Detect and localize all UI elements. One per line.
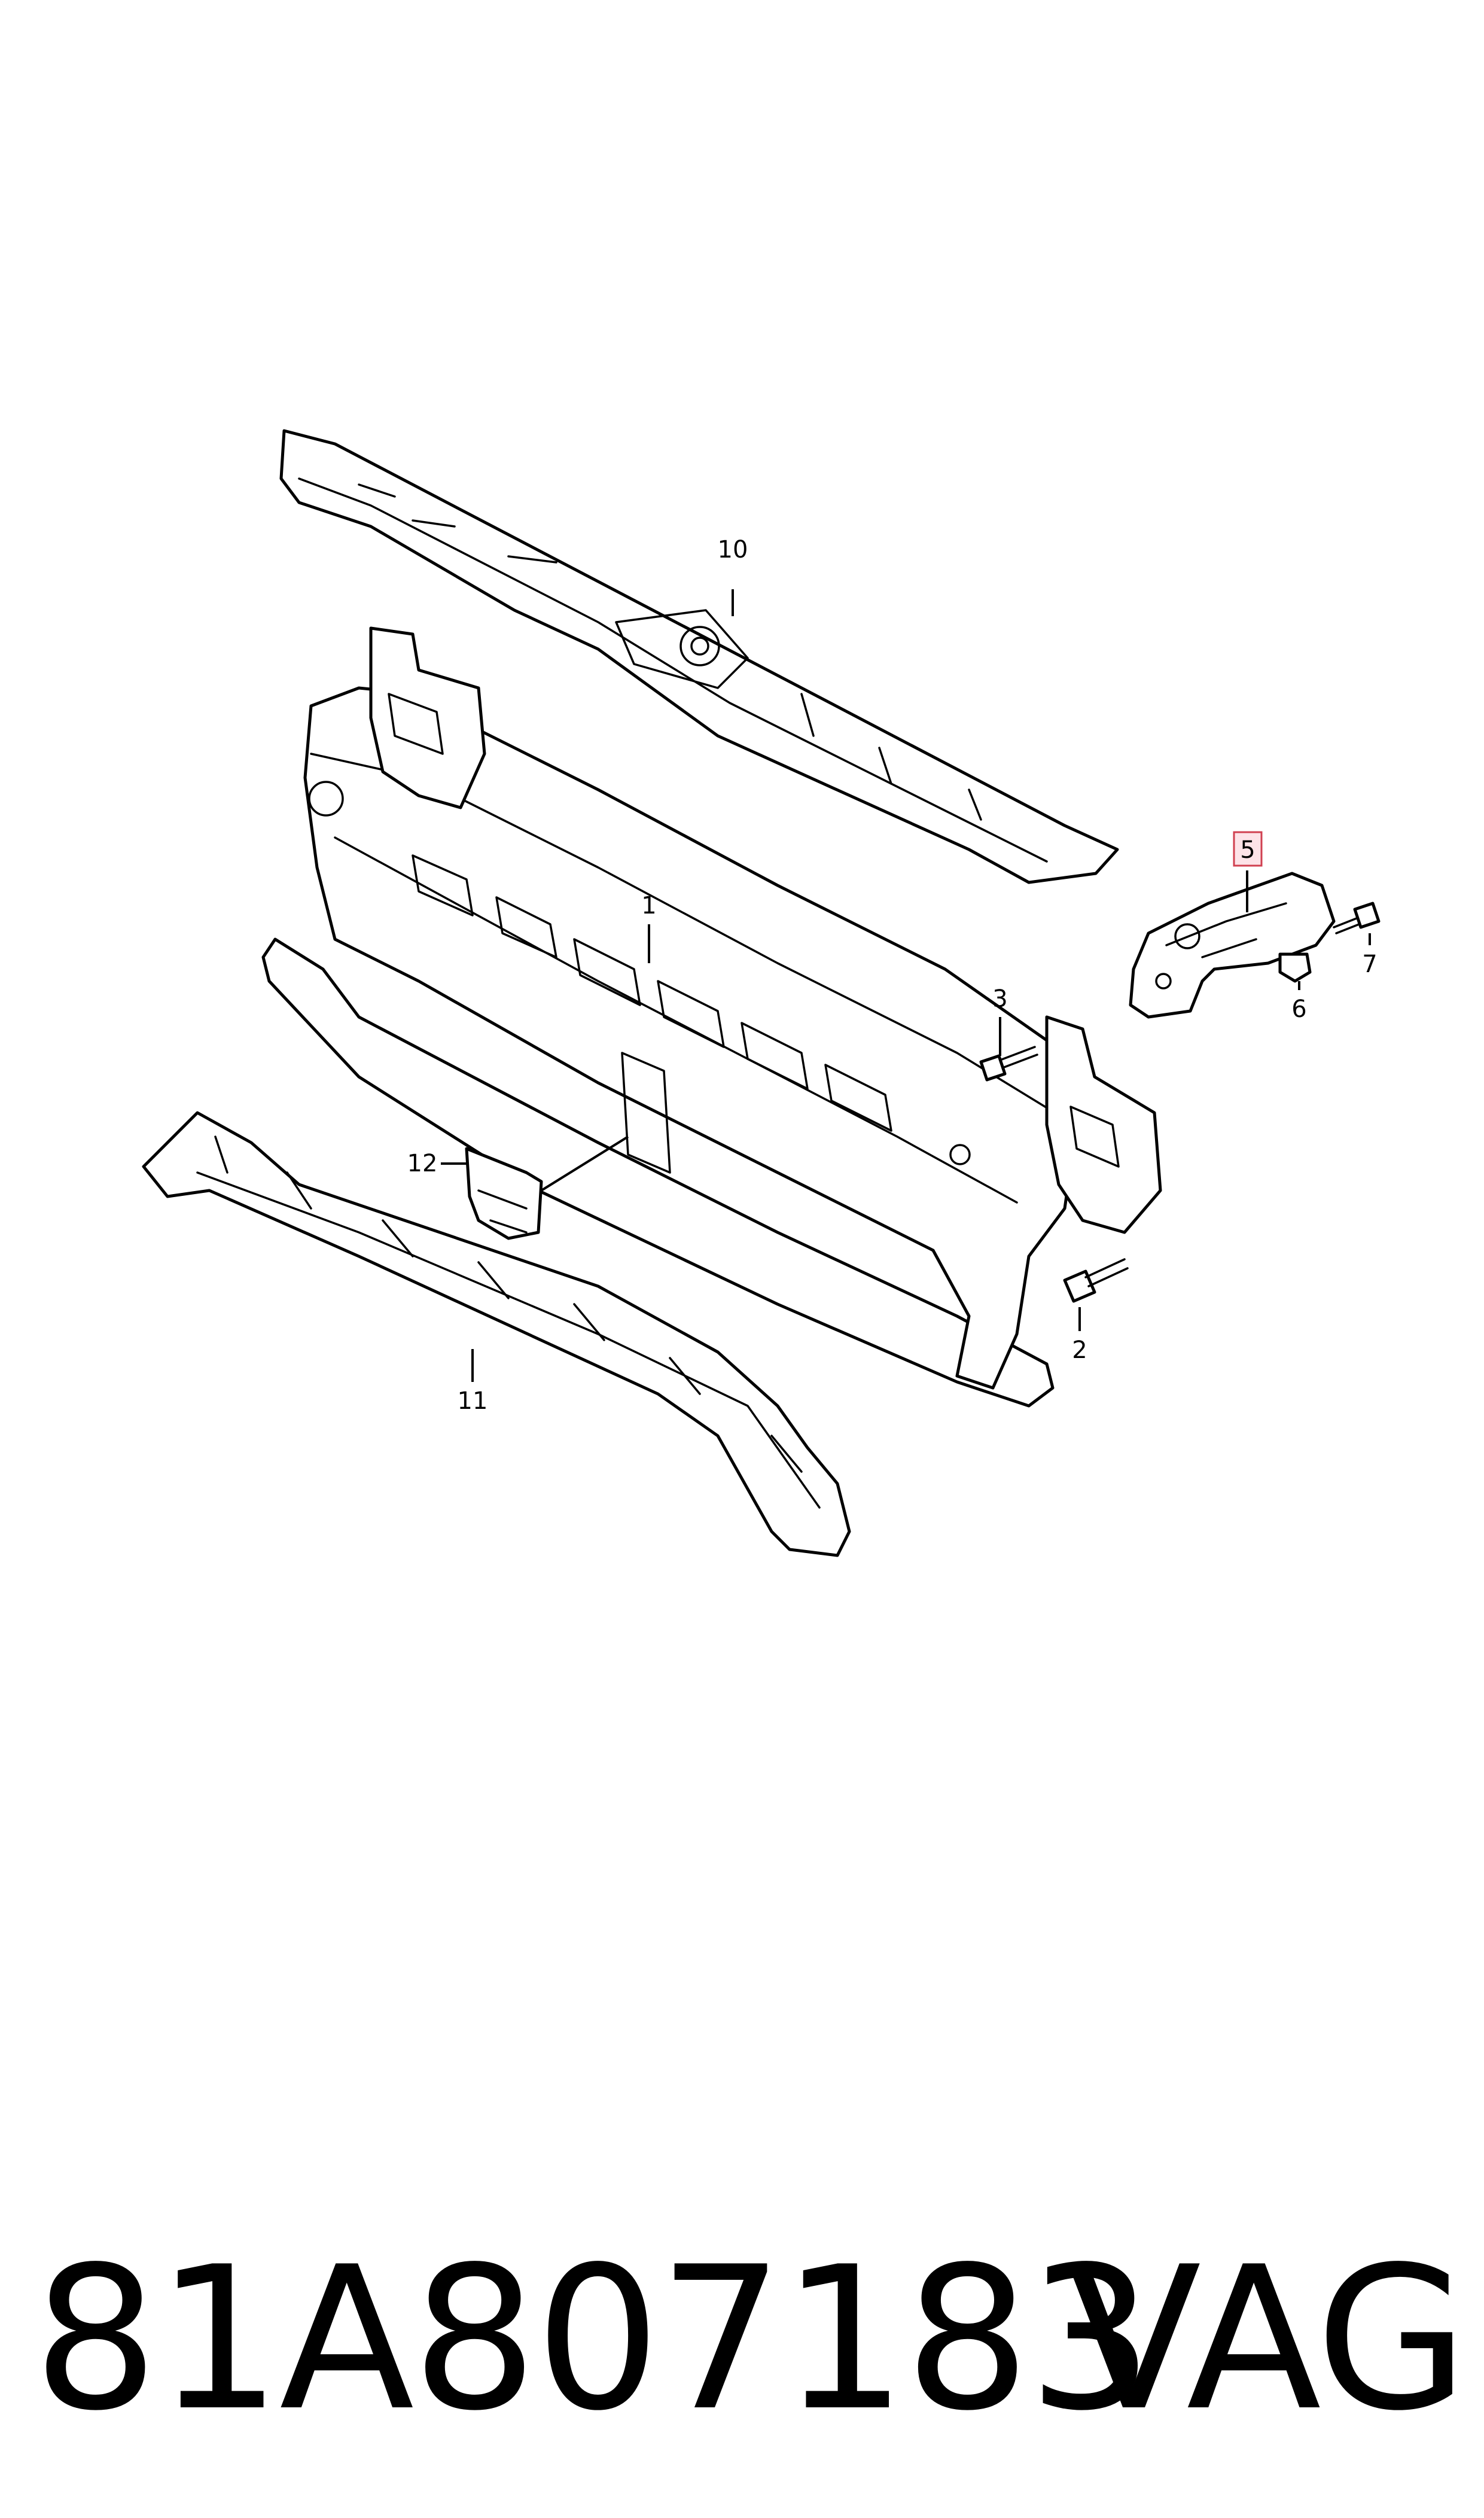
part-1-lock-carrier [261, 626, 1162, 1408]
callout-12: 12 [407, 1150, 438, 1177]
part-6-nut [1278, 952, 1312, 983]
callout-labels: 10 1 3 5 6 7 12 2 11 [407, 536, 1378, 1415]
footer: 81A807183 VAG [0, 2213, 1484, 2465]
callout-10: 10 [718, 536, 748, 564]
callout-1: 1 [641, 892, 656, 919]
part-10-upper-crossmember [279, 429, 1119, 884]
callout-7: 7 [1362, 951, 1377, 978]
part-5-side-bracket [1129, 872, 1336, 1019]
brand-label: VAG [1066, 2224, 1468, 2454]
parts-diagram: 10 1 3 5 6 7 12 2 11 [142, 429, 1381, 1557]
leader-lines [441, 589, 1371, 1382]
callout-5-highlight-box [1233, 831, 1263, 867]
callout-6: 6 [1291, 995, 1306, 1023]
part-2-bolt [1063, 1258, 1129, 1303]
part-11-energy-absorber [142, 1111, 851, 1557]
part-7-screw [1333, 902, 1381, 934]
callout-2: 2 [1072, 1336, 1087, 1364]
part-number: 81A807183 [33, 2224, 1153, 2454]
part-12-clip [465, 1147, 543, 1240]
callout-5: 5 [1240, 836, 1255, 864]
callout-3: 3 [992, 985, 1007, 1013]
callout-11: 11 [458, 1387, 488, 1415]
part-3-screw [979, 1046, 1038, 1082]
